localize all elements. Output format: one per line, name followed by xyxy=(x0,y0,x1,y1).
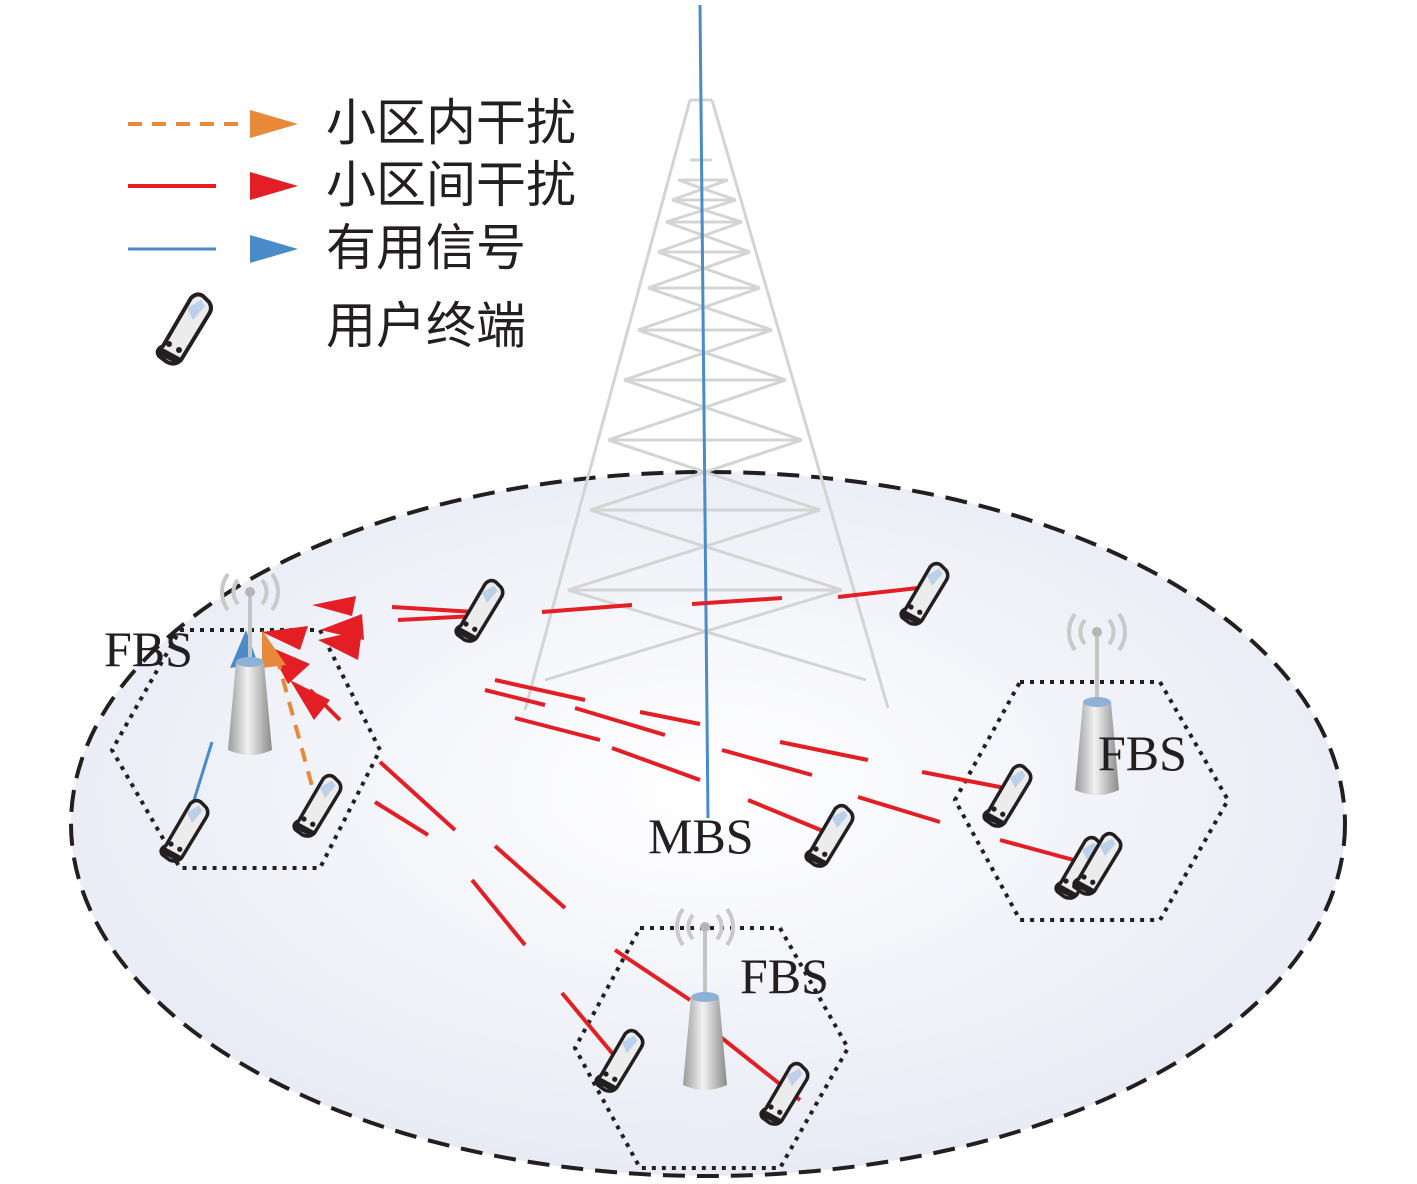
fbs-label-left: FBS xyxy=(104,621,193,677)
legend-useful-signal-label: 有用信号 xyxy=(326,219,526,277)
femto-cell-boundary-right xyxy=(952,680,1231,922)
legend-user-terminal-label: 用户终端 xyxy=(326,297,526,355)
mbs-signal-line xyxy=(698,4,710,819)
intra-cell-interference xyxy=(262,630,320,809)
fbs-label-bottom: FBS xyxy=(740,948,829,1004)
femto-cell-boundary-bottom xyxy=(572,926,851,1170)
legend: 小区内干扰 小区间干扰 有用信号 用户终端 xyxy=(128,94,576,364)
inter-cell-interference-lines xyxy=(373,586,1093,1102)
macro-cell-boundary xyxy=(69,470,1347,1178)
mbs-label: MBS xyxy=(648,808,754,864)
lattice-tower-icon xyxy=(523,98,890,711)
legend-inter-cell-label: 小区间干扰 xyxy=(326,156,576,214)
mobile-phone-icon xyxy=(157,294,211,364)
legend-intra-cell-label: 小区内干扰 xyxy=(326,94,576,152)
fbs-label-right: FBS xyxy=(1098,725,1187,781)
